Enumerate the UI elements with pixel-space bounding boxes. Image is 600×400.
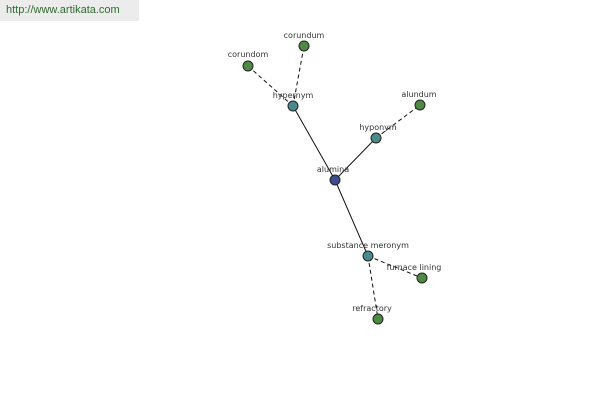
node-label-hyponym: hyponym — [359, 123, 397, 132]
edge-substance_meronym-furnace_lining — [367, 255, 423, 279]
node-substance-meronym[interactable] — [362, 250, 374, 262]
node-alumina[interactable] — [329, 174, 341, 186]
node-corundum[interactable] — [298, 40, 310, 52]
edge-hypernym-corundum — [292, 45, 305, 107]
node-refractory[interactable] — [372, 313, 384, 325]
node-label-alumina: alumina — [317, 165, 349, 174]
edge-alumina-substance_meronym — [334, 179, 369, 257]
node-label-refractory: refractory — [352, 304, 392, 313]
node-hypernym[interactable] — [287, 100, 299, 112]
edge-alumina-hypernym — [292, 105, 336, 181]
edges-layer — [247, 45, 423, 320]
nodes-layer — [242, 40, 428, 325]
node-label-corundum: corundum — [284, 31, 325, 40]
node-alundum[interactable] — [414, 99, 426, 111]
node-hyponym[interactable] — [370, 132, 382, 144]
node-furnace-lining[interactable] — [416, 272, 428, 284]
node-corundom[interactable] — [242, 60, 254, 72]
labels-layer: alumina hypernym hyponym substance meronym c… — [228, 31, 442, 313]
node-label-substance-meronym: substance meronym — [327, 241, 409, 250]
node-label-alundum: alundum — [401, 90, 436, 99]
node-label-furnace-lining: furnace lining — [387, 263, 442, 272]
node-label-hypernym: hypernym — [273, 91, 314, 100]
edge-hypernym-corundom — [247, 65, 294, 107]
edge-alumina-hyponym — [334, 137, 377, 181]
edge-hyponym-alundum — [375, 104, 421, 139]
watermark-url[interactable]: http://www.artikata.com — [0, 0, 139, 21]
edge-substance_meronym-refractory — [367, 255, 379, 320]
node-label-corundom: corundom — [228, 50, 269, 59]
